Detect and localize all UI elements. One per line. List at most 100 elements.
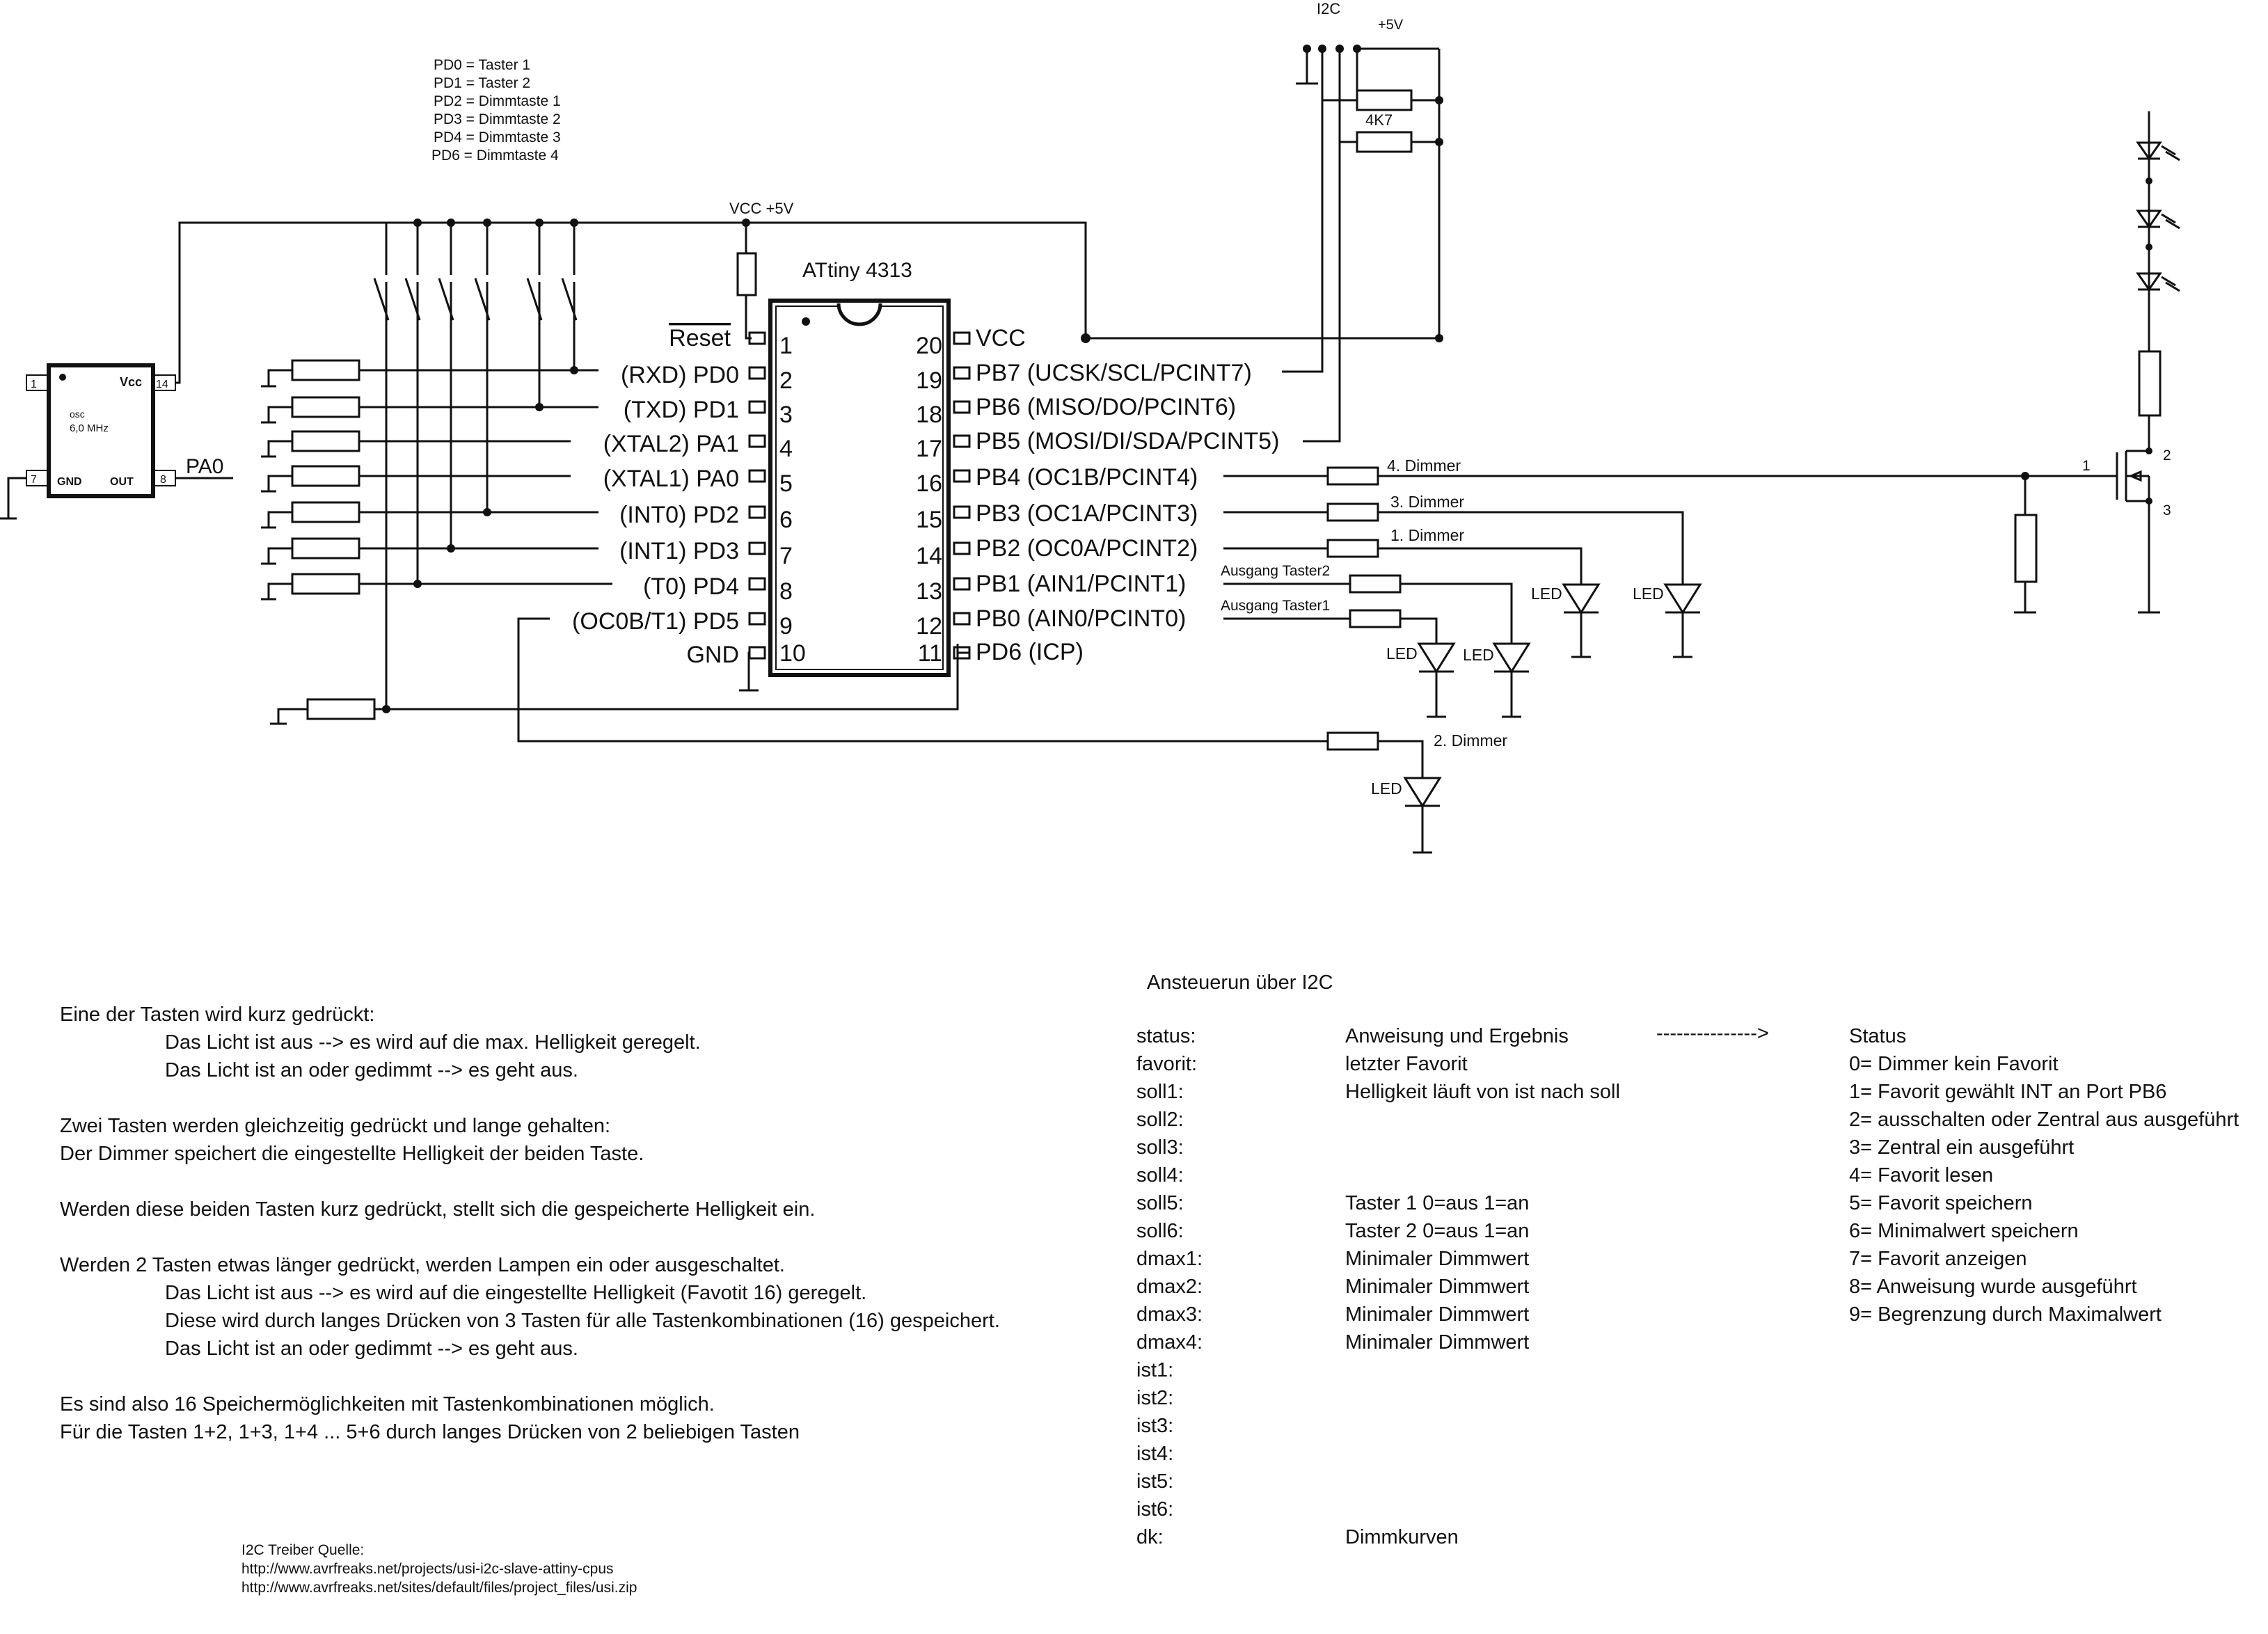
svg-text:(OC0B/T1) PD5: (OC0B/T1) PD5 bbox=[572, 608, 739, 635]
key-switches bbox=[261, 223, 959, 725]
svg-text:6,0 MHz: 6,0 MHz bbox=[70, 422, 109, 434]
chip-left-pin-names: Reset (RXD) PD0 (TXD) PD1 (XTAL2) PA1 (X… bbox=[572, 325, 739, 668]
register-desc: Taster 1 0=aus 1=an bbox=[1345, 1192, 1530, 1214]
oscillator-labels: osc 6,0 MHz 1 7 8 14 GND OUT Vcc PA0 bbox=[31, 375, 223, 488]
register-row: ist3: bbox=[1136, 1412, 1693, 1440]
svg-text:PB0 (AIN0/PCINT0): PB0 (AIN0/PCINT0) bbox=[976, 605, 1186, 632]
svg-text:3. Dimmer: 3. Dimmer bbox=[1390, 493, 1464, 511]
register-name: status: bbox=[1136, 1025, 1196, 1047]
svg-text:PB3 (OC1A/PCINT3): PB3 (OC1A/PCINT3) bbox=[976, 500, 1198, 527]
svg-text:Reset: Reset bbox=[669, 325, 731, 351]
register-desc: letzter Favorit bbox=[1345, 1053, 1468, 1075]
register-desc bbox=[1345, 1106, 1693, 1134]
register-row: dmax4:Minimaler Dimmwert bbox=[1136, 1328, 1693, 1356]
register-row: soll1:Helligkeit läuft von ist nach soll bbox=[1136, 1078, 1693, 1106]
note-line: Werden 2 Tasten etwas länger gedrückt, w… bbox=[60, 1254, 785, 1276]
svg-text:7: 7 bbox=[31, 474, 37, 486]
svg-text:2. Dimmer: 2. Dimmer bbox=[1434, 731, 1507, 749]
svg-text:7: 7 bbox=[779, 543, 793, 569]
register-row: soll3: bbox=[1136, 1134, 1693, 1161]
svg-text:GND: GND bbox=[57, 476, 82, 488]
svg-text:PD2 = Dimmtaste 1: PD2 = Dimmtaste 1 bbox=[434, 93, 561, 109]
svg-text:14: 14 bbox=[916, 543, 942, 569]
register-desc bbox=[1345, 1384, 1693, 1412]
svg-text:PB6 (MISO/DO/PCINT6): PB6 (MISO/DO/PCINT6) bbox=[976, 394, 1236, 420]
register-desc: Minimaler Dimmwert bbox=[1345, 1303, 1530, 1326]
register-name: favorit: bbox=[1136, 1053, 1198, 1075]
mosfet-labels: 1 2 3 bbox=[2082, 447, 2171, 518]
driver-source: I2C Treiber Quelle: http://www.avrfreaks… bbox=[241, 1541, 637, 1597]
arrow-text: ---------------> bbox=[1656, 1022, 1769, 1045]
register-name: ist1: bbox=[1136, 1359, 1174, 1381]
svg-text:6: 6 bbox=[779, 507, 793, 533]
svg-text:LED: LED bbox=[1386, 644, 1418, 663]
chip-left-pin-numbers: 1 2 3 4 5 6 7 8 9 10 bbox=[779, 333, 806, 667]
status-item: 2= ausschalten oder Zentral aus ausgefüh… bbox=[1849, 1109, 2239, 1131]
svg-text:LED: LED bbox=[1463, 646, 1494, 664]
note-line: Das Licht ist aus --> es wird auf die ei… bbox=[165, 1282, 867, 1304]
svg-text:4: 4 bbox=[779, 436, 793, 462]
svg-text:GND: GND bbox=[686, 642, 739, 668]
junction-dots bbox=[59, 45, 2152, 713]
status-item: 4= Favorit lesen bbox=[1849, 1164, 1994, 1187]
source-line: http://www.avrfreaks.net/sites/default/f… bbox=[241, 1580, 637, 1596]
svg-text:PB5 (MOSI/DI/SDA/PCINT5): PB5 (MOSI/DI/SDA/PCINT5) bbox=[976, 428, 1279, 454]
note-line: Der Dimmer speichert die eingestellte He… bbox=[60, 1143, 644, 1165]
status-item: 7= Favorit anzeigen bbox=[1849, 1248, 2027, 1270]
register-row: ist1: bbox=[1136, 1356, 1693, 1384]
svg-text:4. Dimmer: 4. Dimmer bbox=[1387, 457, 1461, 475]
svg-text:20: 20 bbox=[916, 333, 942, 359]
svg-text:I2C: I2C bbox=[1317, 0, 1340, 17]
note-line: Für die Tasten 1+2, 1+3, 1+4 ... 5+6 dur… bbox=[60, 1421, 800, 1443]
oscillator-block bbox=[0, 221, 1087, 520]
svg-text:10: 10 bbox=[779, 640, 806, 667]
register-row: status: Anweisung und Ergebnis bbox=[1136, 1022, 1693, 1050]
register-name: ist6: bbox=[1136, 1498, 1174, 1521]
register-name: dk: bbox=[1136, 1526, 1164, 1548]
register-desc bbox=[1345, 1468, 1693, 1496]
svg-text:(XTAL1) PA0: (XTAL1) PA0 bbox=[603, 466, 739, 492]
reset-pullup bbox=[736, 223, 757, 340]
svg-text:16: 16 bbox=[916, 470, 942, 497]
status-item: 6= Minimalwert speichern bbox=[1849, 1220, 2079, 1242]
note-line: Es sind also 16 Speichermöglichkeiten mi… bbox=[60, 1393, 715, 1415]
register-name: soll6: bbox=[1136, 1220, 1184, 1242]
register-desc: Minimaler Dimmwert bbox=[1345, 1248, 1530, 1270]
svg-text:PA0: PA0 bbox=[186, 455, 223, 478]
i2c-labels: I2C +5V 4K7 bbox=[1317, 0, 1404, 129]
svg-text:(RXD) PD0: (RXD) PD0 bbox=[621, 362, 739, 388]
svg-text:17: 17 bbox=[916, 436, 942, 462]
register-name: dmax4: bbox=[1136, 1331, 1203, 1354]
register-row: dmax2:Minimaler Dimmwert bbox=[1136, 1273, 1693, 1301]
svg-text:3: 3 bbox=[2163, 502, 2171, 518]
svg-text:OUT: OUT bbox=[110, 476, 134, 488]
svg-text:LED: LED bbox=[1531, 585, 1562, 603]
chip-right-pin-numbers: 20 19 18 17 16 15 14 13 12 11 bbox=[916, 333, 942, 667]
svg-text:8: 8 bbox=[779, 578, 793, 605]
svg-text:Ausgang Taster2: Ausgang Taster2 bbox=[1221, 563, 1330, 579]
status-title: Status bbox=[1849, 1025, 1907, 1047]
svg-text:11: 11 bbox=[918, 640, 942, 667]
note-line: Eine der Tasten wird kurz gedrückt: bbox=[60, 1004, 375, 1026]
register-name: dmax1: bbox=[1136, 1248, 1203, 1270]
svg-text:5: 5 bbox=[779, 470, 793, 497]
svg-text:PD6 (ICP): PD6 (ICP) bbox=[976, 639, 1084, 665]
svg-text:1: 1 bbox=[31, 379, 37, 390]
svg-text:(T0) PD4: (T0) PD4 bbox=[643, 573, 739, 600]
register-desc: Anweisung und Ergebnis bbox=[1345, 1025, 1569, 1047]
svg-text:Vcc: Vcc bbox=[120, 375, 142, 389]
register-table: status: Anweisung und Ergebnis favorit: let… bbox=[1136, 1022, 1693, 1551]
svg-text:PD1 = Taster 2: PD1 = Taster 2 bbox=[434, 75, 530, 91]
register-name: dmax3: bbox=[1136, 1303, 1203, 1326]
svg-text:4K7: 4K7 bbox=[1365, 111, 1393, 129]
register-row: ist5: bbox=[1136, 1468, 1693, 1496]
svg-text:+5V: +5V bbox=[1378, 17, 1404, 33]
operating-notes: Eine der Tasten wird kurz gedrückt: Das … bbox=[60, 1001, 1145, 1446]
svg-text:(TXD) PD1: (TXD) PD1 bbox=[624, 397, 739, 423]
register-row: favorit: letzter Favorit bbox=[1136, 1050, 1693, 1078]
status-item: 5= Favorit speichern bbox=[1849, 1192, 2033, 1214]
note-line: Werden diese beiden Tasten kurz gedrückt… bbox=[60, 1198, 816, 1221]
register-row: soll4: bbox=[1136, 1161, 1693, 1189]
